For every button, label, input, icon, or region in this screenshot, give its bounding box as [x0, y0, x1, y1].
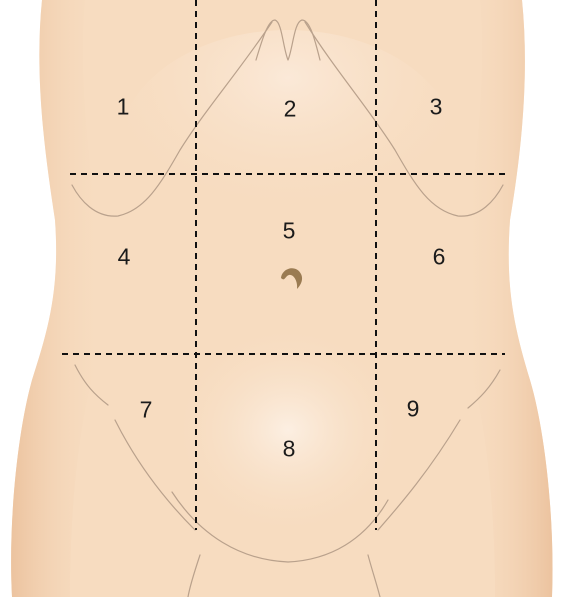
region-label-6: 6: [433, 246, 446, 269]
region-label-1: 1: [117, 96, 130, 119]
region-label-9: 9: [407, 398, 420, 421]
region-label-2: 2: [284, 98, 297, 121]
region-label-8: 8: [283, 438, 296, 461]
region-label-3: 3: [430, 96, 443, 119]
region-label-7: 7: [140, 399, 153, 422]
region-label-4: 4: [118, 246, 131, 269]
region-label-5: 5: [283, 220, 296, 243]
